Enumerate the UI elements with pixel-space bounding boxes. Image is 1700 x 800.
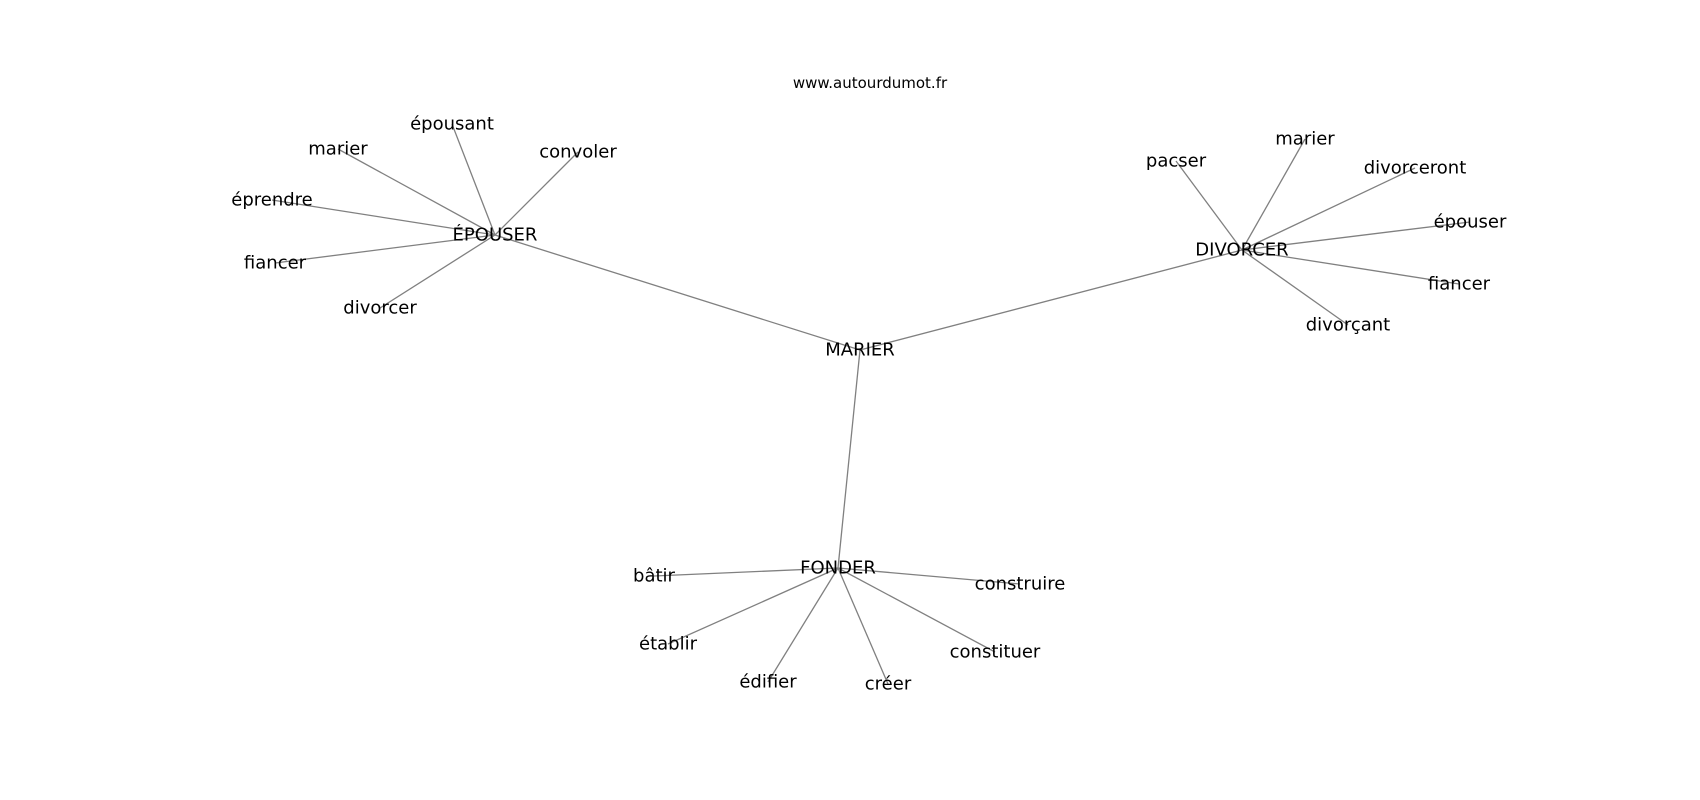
edge-epouser-fiancer xyxy=(274,234,496,264)
edge-divorcer-fiancer xyxy=(1241,249,1460,285)
node-leaf-epouser-eprendre: éprendre xyxy=(231,190,313,211)
edge-epouser-eprendre xyxy=(271,199,496,236)
edge-epouser-divorcer xyxy=(379,234,496,309)
edges-layer xyxy=(271,123,1471,685)
edge-epouser-epousant xyxy=(451,123,496,236)
node-leaf-divorcer-divorcant: divorçant xyxy=(1306,315,1391,336)
node-hub-fonder: FONDER xyxy=(800,558,876,579)
node-leaf-divorcer-fiancer: fiancer xyxy=(1428,274,1491,295)
node-leaf-divorcer-pacser: pacser xyxy=(1146,151,1207,172)
edge-divorcer-divorceront xyxy=(1241,167,1416,251)
node-leaf-epouser-fiancer: fiancer xyxy=(244,253,307,274)
node-leaf-fonder-etablir: établir xyxy=(639,634,698,655)
edge-epouser-convoler xyxy=(494,151,579,236)
node-leaf-fonder-constituer: constituer xyxy=(950,642,1041,663)
edge-marier-fonder xyxy=(837,349,861,569)
edge-fonder-etablir xyxy=(667,567,839,645)
node-hub-divorcer: DIVORCER xyxy=(1195,240,1288,261)
node-leaf-epouser-marier: marier xyxy=(308,139,368,160)
edge-fonder-construire xyxy=(837,567,1021,585)
edge-divorcer-pacser xyxy=(1175,160,1243,251)
edge-divorcer-epouser xyxy=(1241,221,1471,251)
edge-epouser-marier xyxy=(337,148,496,236)
source-label: www.autourdumot.fr xyxy=(793,74,948,92)
node-leaf-epouser-epousant: épousant xyxy=(410,114,494,135)
edge-fonder-edifier xyxy=(767,567,839,683)
node-leaf-divorcer-marier: marier xyxy=(1275,129,1335,150)
node-leaf-epouser-divorcer: divorcer xyxy=(343,298,417,319)
node-root-marier: MARIER xyxy=(825,340,895,361)
edge-fonder-batir xyxy=(653,567,839,577)
node-leaf-divorcer-divorceront: divorceront xyxy=(1364,158,1467,179)
edge-fonder-creer xyxy=(837,567,889,685)
labels-layer: MARIER ÉPOUSER épousant marier convoler épren… xyxy=(231,114,1507,695)
node-leaf-fonder-batir: bâtir xyxy=(633,566,676,587)
node-leaf-fonder-edifier: édifier xyxy=(739,672,797,693)
node-hub-epouser: ÉPOUSER xyxy=(453,224,538,246)
node-leaf-fonder-construire: construire xyxy=(975,574,1066,595)
edge-divorcer-marier xyxy=(1241,138,1306,251)
node-leaf-epouser-convoler: convoler xyxy=(539,142,617,163)
edge-fonder-constituer xyxy=(837,567,996,653)
edge-marier-epouser xyxy=(494,234,861,351)
edge-marier-divorcer xyxy=(859,249,1243,351)
node-leaf-divorcer-epouser: épouser xyxy=(1434,212,1507,233)
node-leaf-fonder-creer: créer xyxy=(865,674,912,695)
edge-divorcer-divorcant xyxy=(1241,249,1349,326)
